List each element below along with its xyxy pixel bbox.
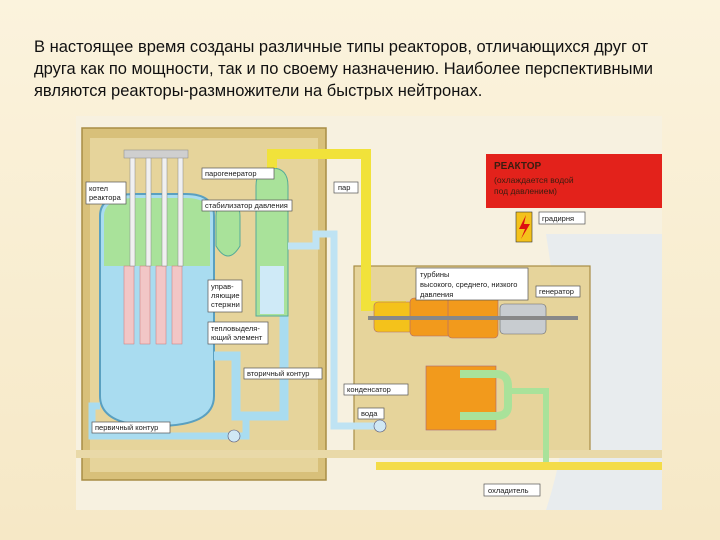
fuel-rod [123,265,135,345]
label-kondensator: конденсатор [347,385,391,394]
reactor-diagram: РЕАКТОР (охлаждается водой под давлением… [76,116,662,510]
steam-generator-water [260,266,284,314]
legend-sub1: (охлаждается водой [494,175,574,185]
label-box-generator [535,285,581,298]
label-par: пар [338,183,350,192]
label-box-stabilizator [201,199,293,212]
legend-sub2: под давлением) [494,186,557,196]
label-box-kotel [85,181,127,205]
coolant-channel [376,462,662,470]
primary-pump [227,429,241,443]
label-box-voda [357,407,385,420]
legend-title: РЕАКТОР [494,161,542,172]
label-turbiny3: давления [420,290,453,299]
label-gradirnya: градирня [542,214,574,223]
secondary-loop-pipe [288,230,386,430]
label-box-par [333,181,359,194]
control-rod [145,155,152,267]
label-turbiny2: высокого, среднего, низкого [420,280,517,289]
label-box-pervichny [91,421,171,434]
label-upr3: стержни [211,300,240,309]
label-vtorichny: вторичный контур [247,369,309,378]
label-box-tvel [207,321,269,345]
label-box-parogenerator [201,167,275,180]
rod-drive [123,149,189,159]
primary-return-pipe [88,402,250,440]
condenser-coil [460,370,512,420]
fuel-rod [171,265,183,345]
feed-pump [373,419,387,433]
fuel-rod [155,265,167,345]
reactor-legend-panel [486,154,662,208]
label-voda: вода [361,409,378,418]
label-box-ohladitel [483,483,541,497]
cooling-pipe [508,388,549,462]
label-generator: генератор [539,287,574,296]
lightning-icon [519,215,530,239]
label-box-upr [207,279,243,313]
label-upr1: управ- [211,282,234,291]
control-rod [129,155,136,267]
reactor-steam-zone [104,198,210,266]
turbine-shaft [368,316,578,320]
control-rod [177,155,184,267]
label-tvel2: ющий элемент [211,333,263,342]
label-turbiny1: турбины [420,270,449,279]
ground-strip [76,450,662,458]
label-tvel1: тепловыделя- [211,324,260,333]
fuel-rod [139,265,151,345]
label-ohladitel: охладитель [488,486,529,495]
label-box-turbiny [415,267,529,301]
label-upr2: ляющие [211,291,240,300]
label-box-gradirnya [538,211,586,225]
label-kotel1: котел [89,184,108,193]
label-stabilizator: стабилизатор давления [205,201,288,210]
label-box-vtorichny [243,367,323,380]
label-box-kondensator [343,383,409,396]
label-parogenerator: парогенератор [205,169,257,178]
primary-loop-pipe [214,261,289,421]
control-rod [161,155,168,267]
label-pervichny: первичный контур [95,423,158,432]
label-kotel2: реактора [89,193,122,202]
slide-paragraph: В настоящее время созданы различные типы… [34,38,654,100]
